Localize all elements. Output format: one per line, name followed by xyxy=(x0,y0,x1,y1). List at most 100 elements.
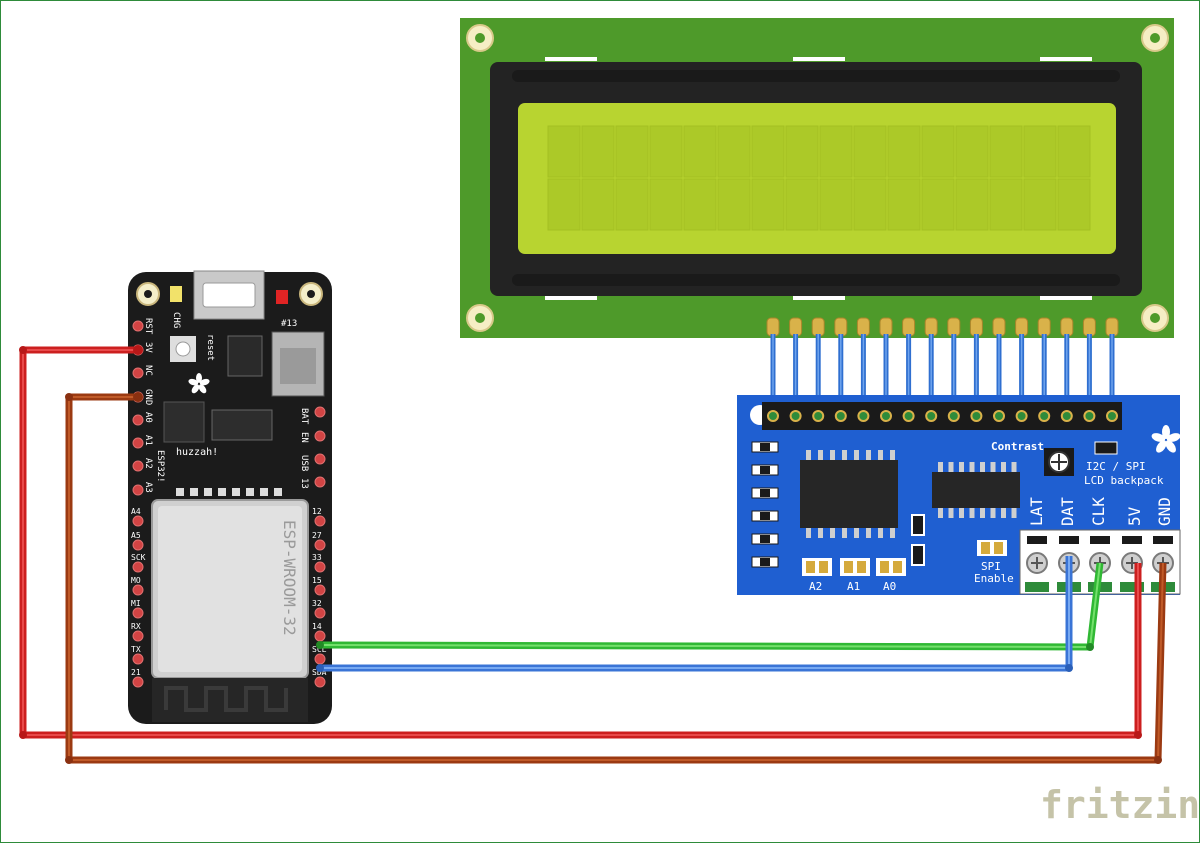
pin-usb[interactable] xyxy=(314,453,326,465)
pin-rx[interactable] xyxy=(132,630,144,642)
pin-a2[interactable] xyxy=(132,460,144,472)
contrast-potentiometer[interactable] xyxy=(1044,448,1074,476)
lcd-character-cell xyxy=(785,125,819,178)
lcd-character-cell xyxy=(547,125,581,178)
backpack-header-pin xyxy=(970,410,983,422)
pin-rst[interactable] xyxy=(132,320,144,332)
lcd-character-cells xyxy=(547,125,1091,231)
pin-mo[interactable] xyxy=(132,584,144,596)
lcd-character-cell xyxy=(989,125,1023,178)
pin-13[interactable] xyxy=(314,476,326,488)
lcd-pin xyxy=(811,317,825,337)
terminal-label: 5V xyxy=(1125,506,1144,526)
lcd-character-cell xyxy=(683,125,717,178)
lcd-character-cell xyxy=(683,178,717,231)
pin-label: SCL xyxy=(312,645,327,654)
backpack-header-pin xyxy=(1038,410,1051,422)
pin-a0[interactable] xyxy=(132,414,144,426)
reset-button[interactable] xyxy=(170,336,196,362)
terminal-label: CLK xyxy=(1089,497,1108,526)
pin-label: 27 xyxy=(312,531,322,540)
backpack-header-pin xyxy=(1060,410,1073,422)
pin-label: RX xyxy=(131,622,141,631)
pin-a5[interactable] xyxy=(132,539,144,551)
pin-nc[interactable] xyxy=(132,367,144,379)
lcd-character-cell xyxy=(853,125,887,178)
pin-label: SDA xyxy=(312,668,327,677)
pin-label: 21 xyxy=(131,668,141,677)
lcd-character-cell xyxy=(1057,125,1091,178)
lcd-pin xyxy=(924,317,938,337)
pin-14[interactable] xyxy=(314,630,326,642)
backpack-title-1: I2C / SPI xyxy=(1086,460,1146,473)
lcd-pin xyxy=(1060,317,1074,337)
backpack-header-pin xyxy=(902,410,915,422)
lcd-character-cell xyxy=(717,125,751,178)
lcd-module xyxy=(460,18,1174,412)
terminal-label: DAT xyxy=(1058,497,1077,526)
fritzing-watermark: fritzing xyxy=(1040,783,1200,827)
pin-a1[interactable] xyxy=(132,437,144,449)
pin-a3[interactable] xyxy=(132,484,144,496)
pin-27[interactable] xyxy=(314,539,326,551)
pin-label: 13 xyxy=(299,478,309,489)
lcd-character-cell xyxy=(615,178,649,231)
pin-32[interactable] xyxy=(314,607,326,619)
shift-register-ic xyxy=(800,450,898,538)
lcd-character-cell xyxy=(853,178,887,231)
adafruit-logo-icon xyxy=(1151,425,1181,453)
contrast-label: Contrast xyxy=(991,440,1044,453)
pin-12[interactable] xyxy=(314,515,326,527)
lcd-pin xyxy=(834,317,848,337)
lcd-pin xyxy=(789,317,803,337)
pin-bat[interactable] xyxy=(314,406,326,418)
backpack-header-pin xyxy=(1106,410,1118,422)
backpack-header-pin xyxy=(1015,410,1028,422)
backpack-title-2: LCD backpack xyxy=(1084,474,1164,487)
lcd-character-cell xyxy=(887,125,921,178)
esp32-feather-board: CHG #13 reset huzzah! ESP32! xyxy=(128,270,332,724)
pin-33[interactable] xyxy=(314,561,326,573)
pin-label: GND xyxy=(143,389,153,405)
pin-a4[interactable] xyxy=(132,515,144,527)
pin-label: MO xyxy=(131,576,141,585)
lcd-character-cell xyxy=(751,125,785,178)
lcd-character-cell xyxy=(1057,178,1091,231)
pin-15[interactable] xyxy=(314,584,326,596)
backpack-header-pin xyxy=(925,410,938,422)
lcd-character-cell xyxy=(921,125,955,178)
pin-scl[interactable] xyxy=(314,653,326,665)
driver-ic xyxy=(932,462,1020,518)
pin-label: SCK xyxy=(131,553,146,562)
module-label: ESP-WROOM-32 xyxy=(280,520,299,636)
huzzah-label: huzzah! xyxy=(176,447,218,458)
lcd-pin xyxy=(1082,317,1096,337)
lcd-character-cell xyxy=(649,178,683,231)
pin-sda[interactable] xyxy=(314,676,326,688)
pin-sck[interactable] xyxy=(132,561,144,573)
pin-label: 3V xyxy=(143,342,153,353)
lcd-character-cell xyxy=(819,178,853,231)
pin-label: A4 xyxy=(131,507,141,516)
pin-label: NC xyxy=(143,365,153,376)
spi-enable-label-2: Enable xyxy=(974,572,1014,585)
lcd-pin xyxy=(947,317,961,337)
lcd-character-cell xyxy=(581,125,615,178)
wires xyxy=(19,345,1167,764)
lcd-character-cell xyxy=(989,178,1023,231)
pin-label: EN xyxy=(299,432,309,443)
pin-21[interactable] xyxy=(132,676,144,688)
pin-label: A5 xyxy=(131,531,141,540)
pin-label: 15 xyxy=(312,576,322,585)
lcd-pin xyxy=(902,317,916,337)
pin-mi[interactable] xyxy=(132,607,144,619)
pin-label: A2 xyxy=(143,458,153,469)
spi-enable-label-1: SPI xyxy=(981,560,1001,573)
pin-tx[interactable] xyxy=(132,653,144,665)
lcd-character-cell xyxy=(887,178,921,231)
pin-en[interactable] xyxy=(314,430,326,442)
lcd-character-cell xyxy=(1023,125,1057,178)
address-jumper-label: A0 xyxy=(883,580,896,593)
